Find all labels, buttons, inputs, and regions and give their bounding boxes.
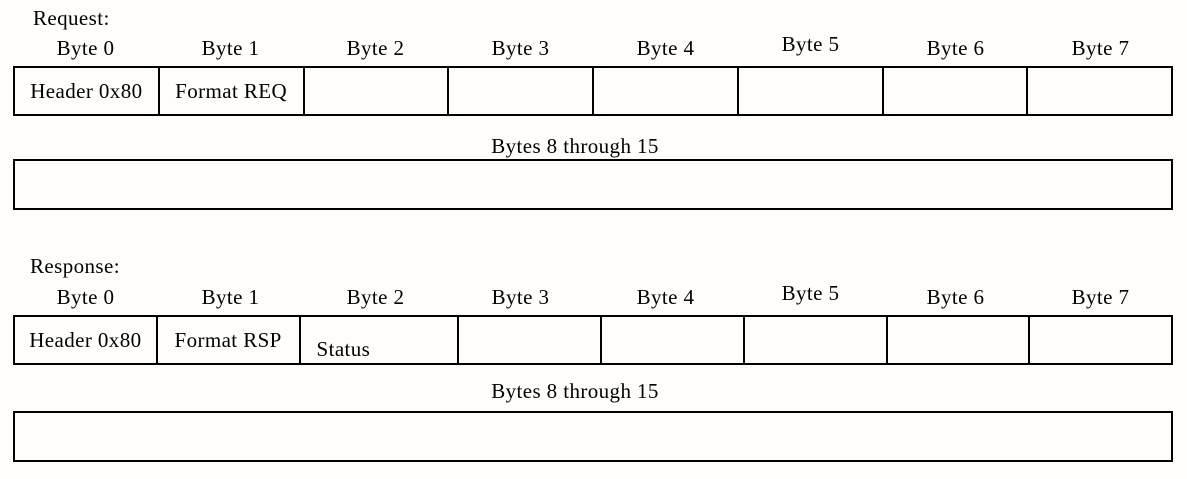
response-cell-byte3 [459,317,602,363]
response-section-label: Response: [30,254,120,278]
request-cell-byte6 [884,68,1029,114]
request-bytes-8-15-label: Bytes 8 through 15 [491,134,659,158]
request-byte4-header: Byte 4 [636,36,695,60]
request-cell-byte5 [739,68,884,114]
response-cell-byte0: Header 0x80 [15,317,158,363]
response-byte7-header: Byte 7 [1071,285,1130,309]
request-cell-byte2 [305,68,450,114]
request-cell-byte3 [449,68,594,114]
response-cell-byte1: Format RSP [158,317,301,363]
response-byte-row: Header 0x80 Format RSP Status [13,315,1173,365]
response-bytes-8-15-label: Bytes 8 through 15 [491,379,659,403]
request-bytes-8-15-box [13,159,1173,210]
response-byte1-header: Byte 1 [201,285,260,309]
request-cell-byte1: Format REQ [160,68,305,114]
request-byte5-header: Byte 5 [781,32,840,56]
response-cell-byte5 [745,317,888,363]
request-byte7-header: Byte 7 [1071,36,1130,60]
response-byte2-header: Byte 2 [346,285,405,309]
response-byte6-header: Byte 6 [926,285,985,309]
request-byte6-header: Byte 6 [926,36,985,60]
request-byte3-header: Byte 3 [491,36,550,60]
response-byte4-header: Byte 4 [636,285,695,309]
status-cell-text: Status [316,336,371,361]
response-cell-byte7 [1030,317,1171,363]
request-byte-header-row: Byte 0 Byte 1 Byte 2 Byte 3 Byte 4 Byte … [13,33,1173,60]
response-bytes-8-15-box [13,411,1173,462]
response-byte3-header: Byte 3 [491,285,550,309]
request-cell-byte4 [594,68,739,114]
request-byte-row: Header 0x80 Format REQ [13,66,1173,116]
request-section-label: Request: [33,6,110,30]
request-cell-byte0: Header 0x80 [15,68,160,114]
response-cell-byte6 [888,317,1031,363]
request-cell-byte7 [1028,68,1171,114]
response-cell-byte2: Status [301,317,460,363]
response-byte0-header: Byte 0 [56,285,115,309]
response-byte5-header: Byte 5 [781,281,840,305]
response-cell-byte4 [602,317,745,363]
request-byte0-header: Byte 0 [56,36,115,60]
response-byte-header-row: Byte 0 Byte 1 Byte 2 Byte 3 Byte 4 Byte … [13,282,1173,309]
request-byte1-header: Byte 1 [201,36,260,60]
request-byte2-header: Byte 2 [346,36,405,60]
